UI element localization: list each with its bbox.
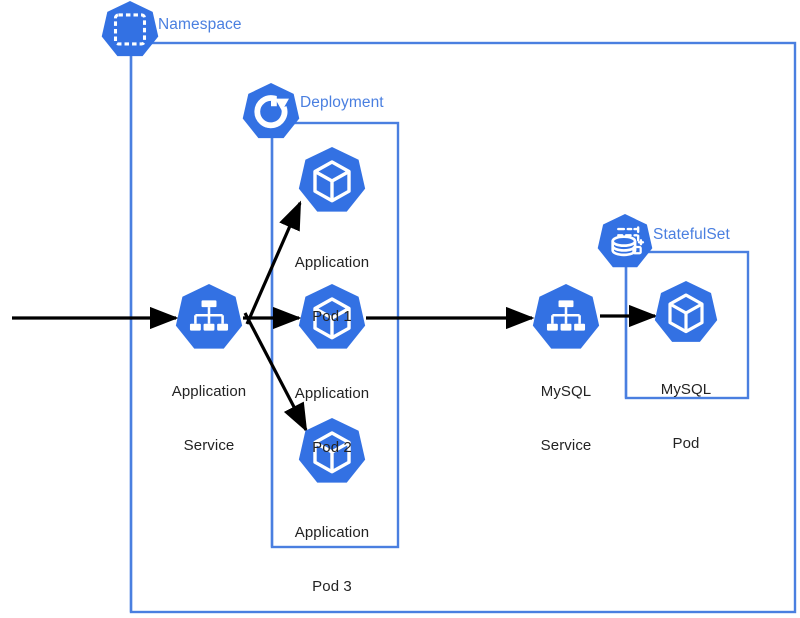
connector-app-service-to-pod-3 [243, 312, 308, 433]
mysql-service-label-line2: Service [540, 437, 592, 454]
mysql-service-label-line1: MySQL [540, 383, 592, 400]
statefulset-icon [597, 214, 653, 268]
namespace-group-label: Namespace [158, 16, 242, 33]
application-pod-2-label-line2: Pod 2 [312, 439, 352, 456]
application-service-label-line2: Service [183, 437, 235, 454]
application-pod-1-label-line1: Application [294, 254, 370, 271]
mysql-service-icon [532, 284, 600, 349]
connectors [12, 200, 658, 433]
application-pod-1-label-line2: Pod 1 [312, 308, 352, 325]
application-pod-1-icon [298, 147, 366, 212]
mysql-pod-label-line2: Pod [672, 435, 700, 452]
mysql-pod-label: MySQL Pod [606, 345, 766, 489]
application-pod-2-icon [298, 284, 366, 349]
application-pod-3-label: Application Pod 3 [252, 488, 412, 618]
namespace-icon [101, 1, 159, 57]
application-pod-3-label-line2: Pod 3 [312, 578, 352, 595]
deployment-group-label: Deployment [300, 94, 384, 111]
application-pod-3-icon [298, 418, 366, 483]
connector-app-service-to-pod-1 [245, 200, 302, 325]
mysql-service-label: MySQL Service [486, 347, 646, 491]
application-pod-1-label: Application Pod 1 [252, 218, 412, 362]
group-icon-stems [129, 52, 628, 612]
application-pod-2-label-line1: Application [294, 385, 370, 402]
application-pod-3-label-line1: Application [294, 524, 370, 541]
application-service-label-line1: Application [171, 383, 247, 400]
mysql-pod-icon [654, 281, 718, 342]
application-pod-2-label: Application Pod 2 [252, 349, 412, 493]
statefulset-group-label: StatefulSet [653, 226, 730, 243]
deployment-icon [242, 83, 300, 139]
mysql-pod-label-line1: MySQL [660, 381, 712, 398]
application-service-label: Application Service [129, 347, 289, 491]
application-service-icon [175, 284, 243, 349]
